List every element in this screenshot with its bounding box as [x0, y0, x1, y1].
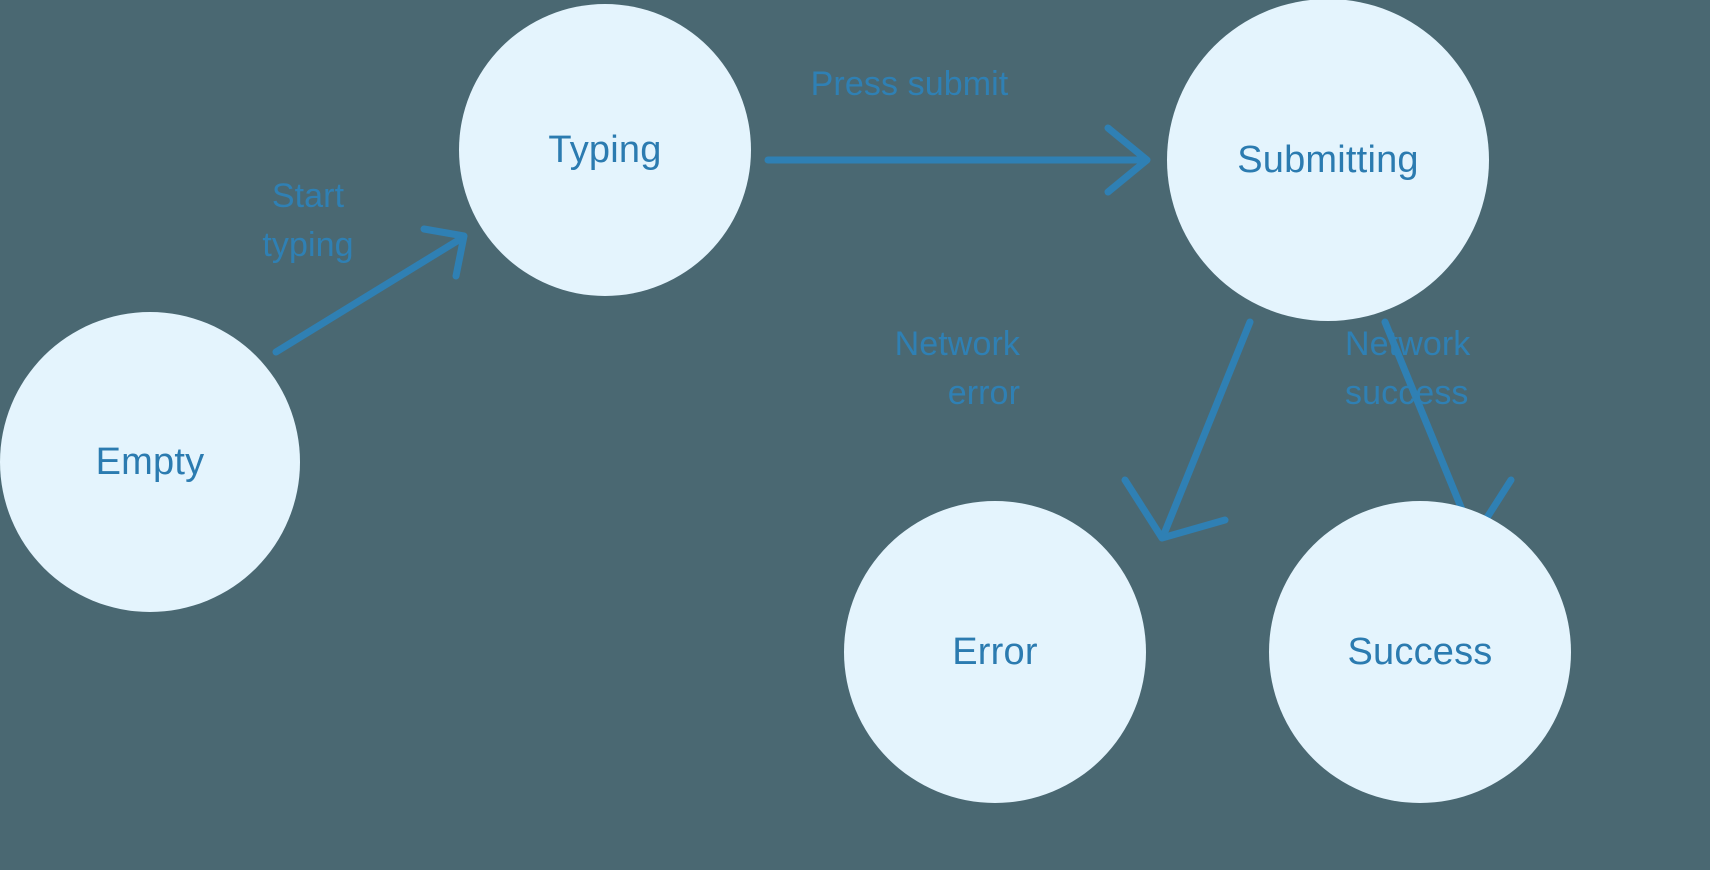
state-label-success: Success: [1347, 631, 1493, 673]
edge-submitting-to-error: [1121, 318, 1254, 542]
state-node-error[interactable]: Error: [844, 501, 1146, 803]
edge-label-start-typing: Start typing: [262, 177, 354, 265]
edge-label-network-error: Network error: [894, 325, 1020, 413]
arrowhead-icon: [420, 225, 468, 280]
state-label-error: Error: [952, 631, 1038, 673]
edge-empty-to-typing: [272, 225, 468, 356]
state-label-empty: Empty: [95, 441, 205, 483]
edge-typing-to-submitting: [764, 124, 1151, 196]
edge-label-network-success: Network success: [1345, 325, 1471, 413]
state-node-success[interactable]: Success: [1269, 501, 1571, 803]
arrowhead-icon: [1121, 476, 1229, 542]
state-label-submitting: Submitting: [1237, 139, 1419, 181]
state-label-typing: Typing: [548, 129, 662, 171]
state-node-submitting[interactable]: Submitting: [1167, 0, 1489, 321]
edge-label-press-submit: Press submit: [810, 65, 1009, 103]
state-node-empty[interactable]: Empty: [0, 312, 300, 612]
arrowhead-icon: [1104, 124, 1151, 196]
state-node-typing[interactable]: Typing: [459, 4, 751, 296]
